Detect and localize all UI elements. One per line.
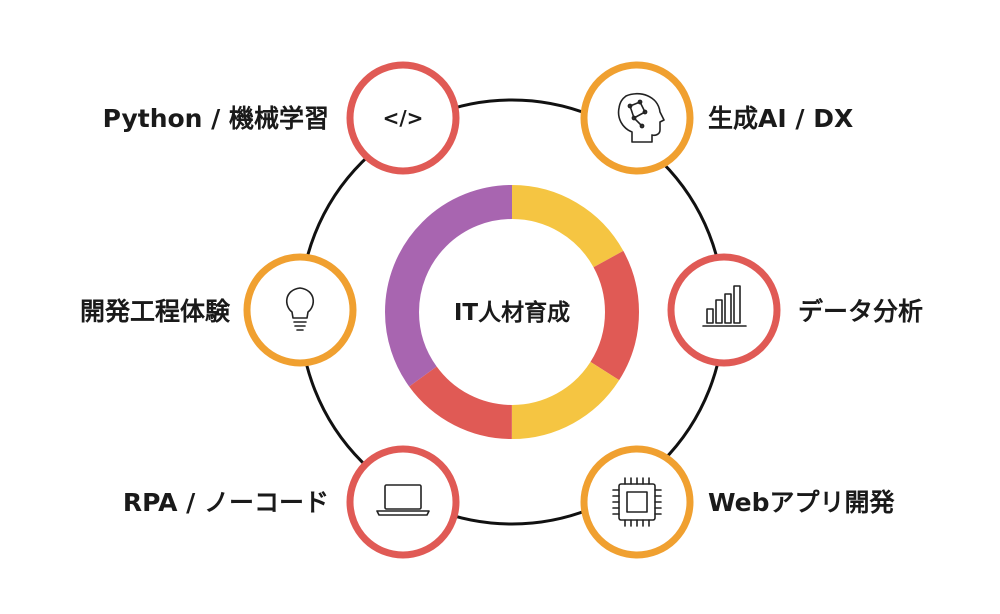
node-ring xyxy=(243,253,357,367)
node-dev-process: 開発工程体験 xyxy=(80,253,357,367)
donut-segment-4 xyxy=(385,185,639,439)
node-label: 開発工程体験 xyxy=(80,297,231,326)
node-label: 生成AI / DX xyxy=(708,104,853,133)
node-python: </> Python / 機械学習 xyxy=(103,61,460,175)
node-web-app: Webアプリ開発 xyxy=(580,445,896,559)
donut-segment-2 xyxy=(385,185,639,439)
ai-head-icon xyxy=(617,92,665,143)
node-data-analysis: データ分析 xyxy=(667,253,923,367)
node-label: データ分析 xyxy=(798,297,923,326)
node-rpa: RPA / ノーコード xyxy=(123,445,460,559)
node-ring xyxy=(346,61,460,175)
node-ring xyxy=(580,445,694,559)
bar-chart-icon xyxy=(702,285,747,327)
center-title: IT人材育成 xyxy=(454,299,570,326)
lightbulb-icon xyxy=(285,287,315,331)
donut-segment-1 xyxy=(385,185,639,439)
node-ring xyxy=(580,61,694,175)
node-ring xyxy=(667,253,781,367)
node-label: RPA / ノーコード xyxy=(123,488,329,517)
node-label: Webアプリ開発 xyxy=(708,488,896,517)
laptop-icon xyxy=(376,484,430,516)
node-generative-ai: 生成AI / DX xyxy=(580,61,853,175)
node-ring xyxy=(346,445,460,559)
center-donut xyxy=(385,185,639,439)
node-label: Python / 機械学習 xyxy=(103,104,329,133)
code-icon: </> xyxy=(383,106,424,130)
chip-icon xyxy=(612,477,662,527)
